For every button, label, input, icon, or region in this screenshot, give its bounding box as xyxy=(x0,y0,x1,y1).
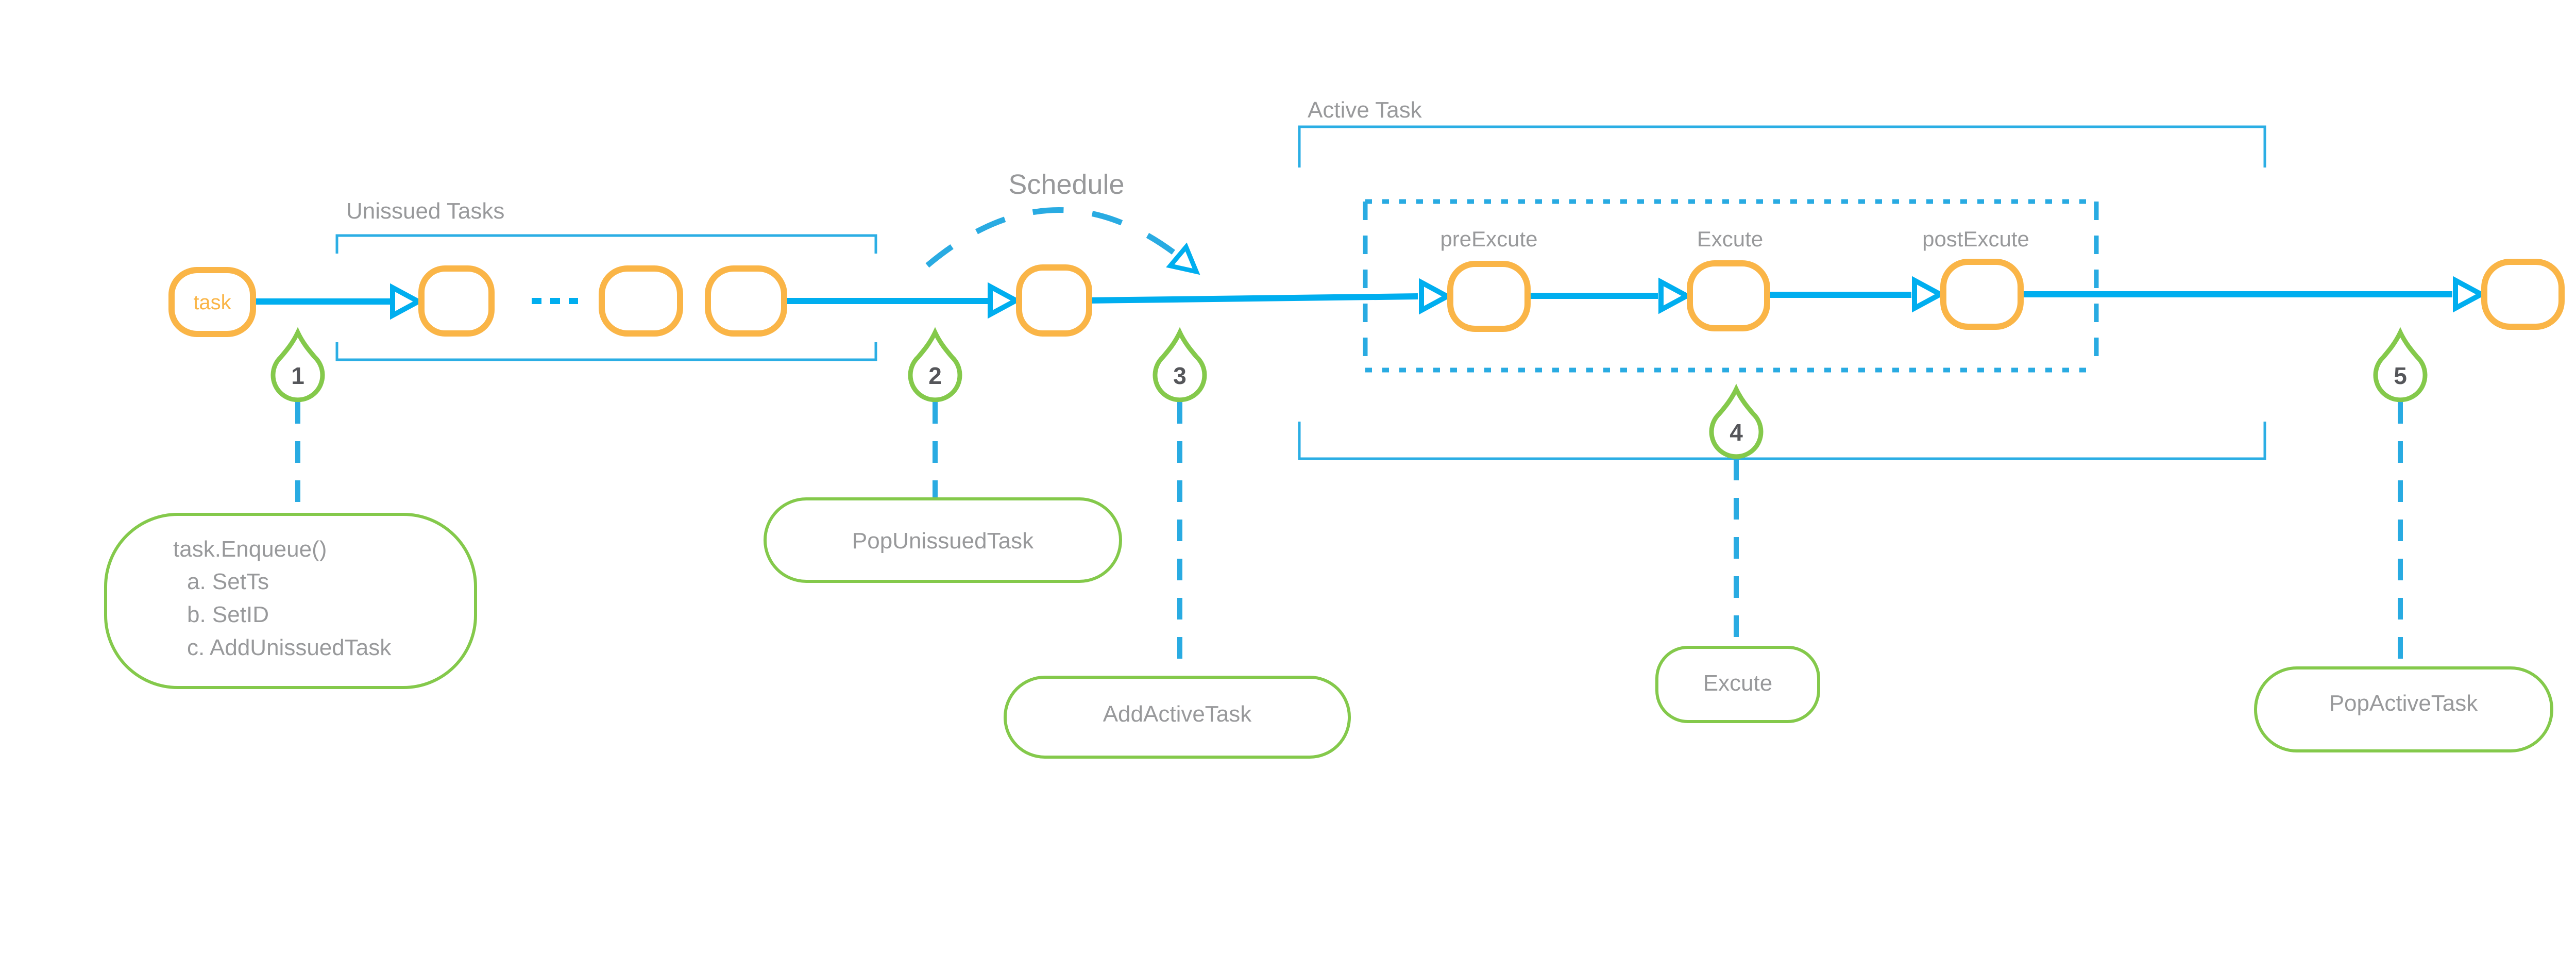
unissued-tasks-label: Unissued Tasks xyxy=(346,198,504,224)
callout-pop-unissued-task: PopUnissuedTask xyxy=(764,497,1122,583)
post-excute-label: postExcute xyxy=(1922,227,2029,251)
active-task-label: Active Task xyxy=(1308,97,1422,123)
pin-teardrop-icon xyxy=(2373,327,2428,403)
post-excute-node-shape xyxy=(1940,259,2024,330)
node-task: task xyxy=(168,267,256,337)
node-post-excute: postExcute xyxy=(1922,227,2029,330)
pin-3: 3 xyxy=(1153,327,1207,403)
active-task-bracket-top xyxy=(1298,125,2266,168)
pin-teardrop-icon xyxy=(1153,327,1207,403)
schedule-annotation: Schedule xyxy=(925,169,1200,275)
arrowhead-icon xyxy=(2453,276,2487,313)
callout-enqueue: task.Enqueue() a. SetTs b. SetID c. AddU… xyxy=(104,513,477,689)
node-unissued-2 xyxy=(599,265,683,337)
pin-4: 4 xyxy=(1709,383,1764,459)
pre-excute-label: preExcute xyxy=(1440,227,1537,251)
callout-label: PopActiveTask xyxy=(2329,691,2479,716)
unissued-tasks-section: Unissued Tasks xyxy=(335,198,877,361)
main-flow xyxy=(253,276,2487,320)
node-scheduled xyxy=(1016,264,1092,337)
active-task-section: Active Task xyxy=(1298,97,2266,460)
callout-label: Excute xyxy=(1703,671,1773,696)
pre-excute-node-shape xyxy=(1447,261,1531,332)
excute-label: Excute xyxy=(1697,227,1763,251)
callout-label: AddActiveTask xyxy=(1103,701,1252,727)
active-task-bracket-bottom xyxy=(1298,422,2266,460)
pin-teardrop-icon xyxy=(1709,383,1764,459)
arrowhead-icon xyxy=(390,283,424,320)
pin-1: 1 xyxy=(270,327,325,403)
execution-dotted-box xyxy=(1363,199,2099,373)
callout-add-active-task: AddActiveTask xyxy=(1004,676,1351,759)
pin-number: 4 xyxy=(1730,419,1743,446)
finished-node-shape xyxy=(2481,259,2565,330)
pin-5: 5 xyxy=(2373,327,2428,403)
callout-line: a. SetTs xyxy=(187,569,269,594)
callout-line: c. AddUnissuedTask xyxy=(187,635,392,660)
callout-line: task.Enqueue() xyxy=(173,537,327,562)
callout-shape xyxy=(2254,666,2553,752)
schedule-label: Schedule xyxy=(1008,169,1124,200)
callout-shape xyxy=(104,513,477,689)
node-unissued-1 xyxy=(418,265,495,337)
pin-teardrop-icon xyxy=(270,327,325,403)
arrowhead-icon xyxy=(1912,276,1946,313)
arrowhead-icon xyxy=(1658,277,1692,314)
schedule-arrowhead-icon xyxy=(1166,242,1200,275)
node-unissued-3 xyxy=(705,265,787,337)
pin-number: 5 xyxy=(2394,362,2407,389)
task-node-label: task xyxy=(193,291,231,314)
callout-line: b. SetID xyxy=(187,602,269,627)
pin-number: 1 xyxy=(291,362,304,389)
node-pre-excute: preExcute xyxy=(1440,227,1538,332)
pin-number: 3 xyxy=(1173,362,1187,389)
task-node-shape xyxy=(168,267,256,337)
callout-label: PopUnissuedTask xyxy=(852,528,1034,554)
pin-number: 2 xyxy=(928,362,942,389)
pin-teardrop-icon xyxy=(908,327,962,403)
excute-node-shape xyxy=(1687,260,1770,331)
callout-shape xyxy=(1655,646,1820,723)
node-excute: Excute xyxy=(1687,227,1770,331)
callout-shape xyxy=(764,497,1122,583)
flow-line-segment xyxy=(1089,293,1418,304)
pin-connectors xyxy=(295,402,2403,687)
node-finished xyxy=(2481,259,2565,330)
unissued-node-shape xyxy=(705,265,787,337)
unissued-tasks-bracket-top xyxy=(335,234,877,254)
scheduled-node-shape xyxy=(1016,264,1092,337)
callout-excute: Excute xyxy=(1655,646,1820,723)
unissued-node-shape xyxy=(418,265,495,337)
unissued-tasks-bracket-bottom xyxy=(335,342,877,361)
schedule-arc xyxy=(925,207,1192,268)
pin-2: 2 xyxy=(908,327,962,403)
unissued-node-shape xyxy=(599,265,683,337)
callout-shape xyxy=(1004,676,1351,759)
callout-pop-active-task: PopActiveTask xyxy=(2254,666,2553,752)
arrowhead-icon xyxy=(988,282,1022,319)
arrowhead-icon xyxy=(1419,278,1453,315)
